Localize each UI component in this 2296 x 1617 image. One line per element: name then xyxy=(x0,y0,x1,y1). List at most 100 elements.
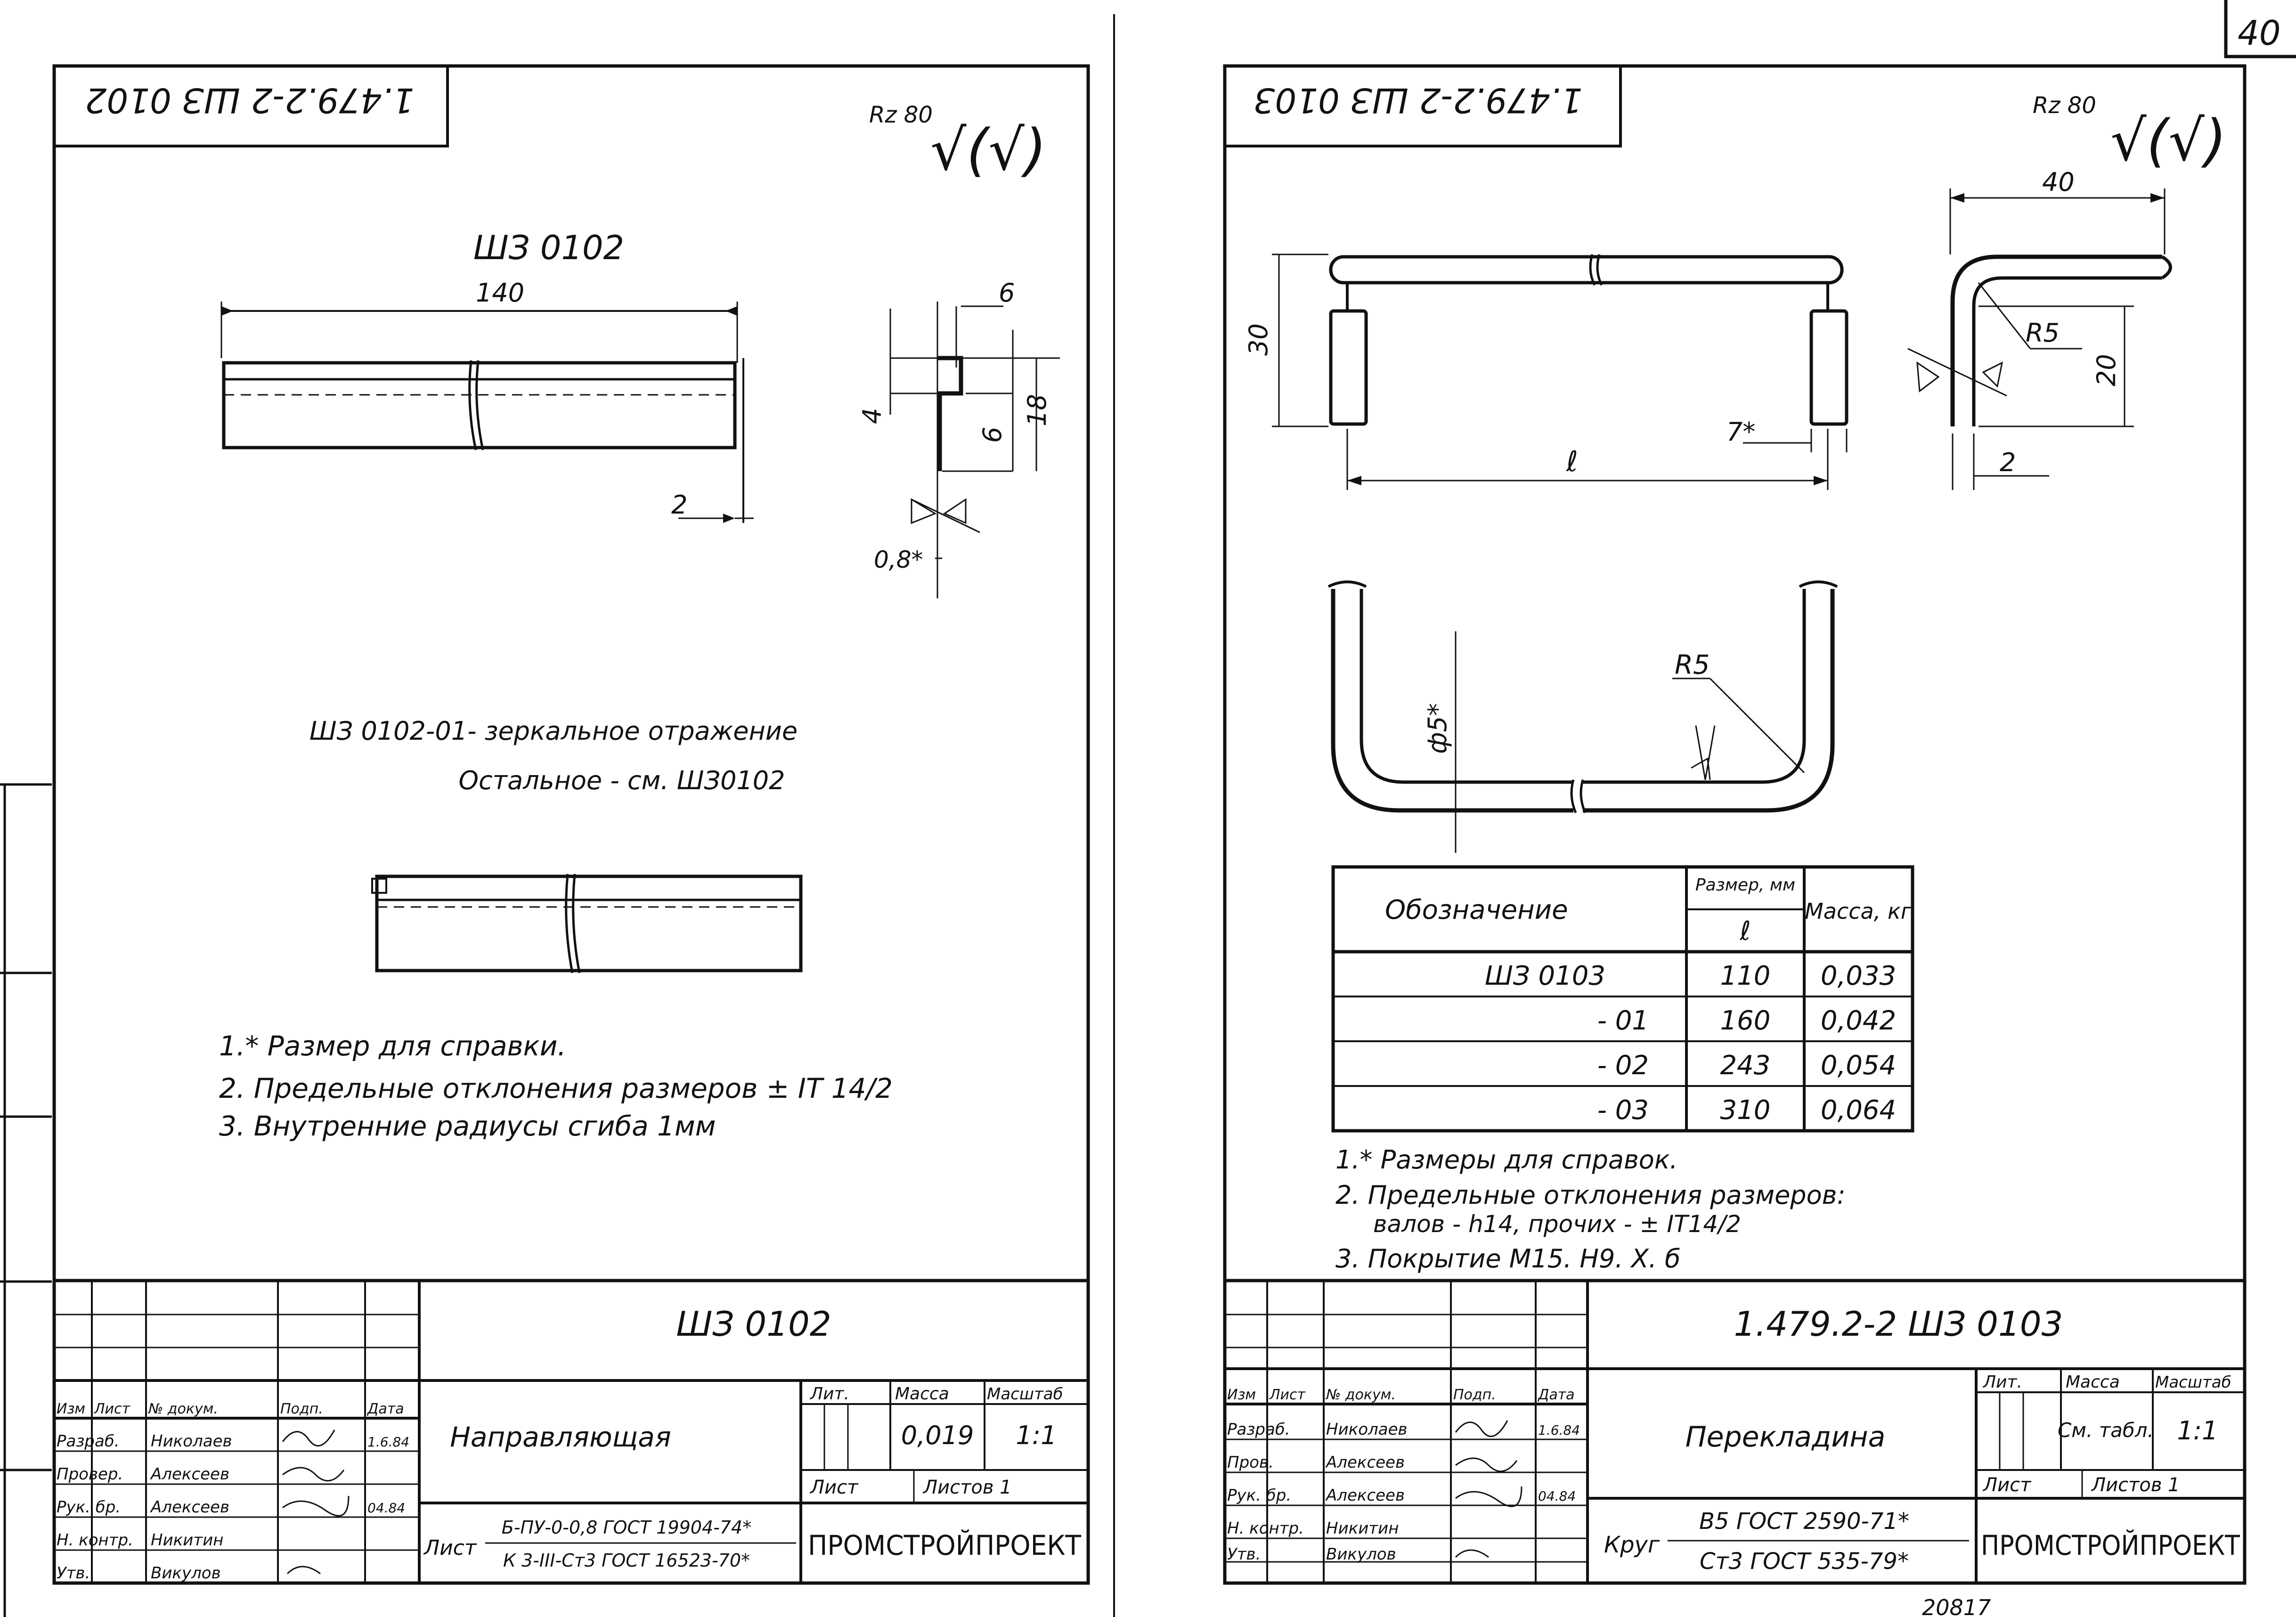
person-4: Никитин xyxy=(1326,1519,1399,1538)
dim-6-side: 6 xyxy=(977,427,1007,443)
material-bottom: Ст3 ГОСТ 535-79* xyxy=(1700,1548,1909,1575)
person-5: Викулов xyxy=(151,1564,221,1583)
variants-table xyxy=(1331,865,1914,1133)
dim-dia: ф5* xyxy=(1423,703,1452,754)
date-1: 1.6.84 xyxy=(367,1434,409,1450)
th-designation: Обозначение xyxy=(1385,895,1568,925)
role-1: Разраб. xyxy=(1227,1420,1290,1439)
dim-2: 2 xyxy=(671,490,687,520)
role-3: Рук. бр. xyxy=(57,1498,121,1517)
role-2: Провер. xyxy=(57,1465,123,1484)
col-sign: Подп. xyxy=(280,1401,323,1417)
crossbar-plan-view: ф5* R5 xyxy=(1327,580,1838,853)
left-sheet: 1.479.2-2 ШЗ 0102 Rz 80 √(√) ШЗ 0102 140… xyxy=(52,64,1090,1585)
scale-label: Масштаб xyxy=(2155,1373,2231,1392)
dim-l: ℓ xyxy=(1566,445,1578,478)
date-1: 1.6.84 xyxy=(1538,1422,1580,1438)
dim-40: 40 xyxy=(2042,167,2075,197)
right-note-2: 2. Предельные отклонения размеров: xyxy=(1335,1180,1846,1210)
left-part-name: Направляющая xyxy=(450,1421,671,1453)
binding-strip xyxy=(0,783,52,1617)
guide-mirror-view xyxy=(371,874,803,973)
left-org: ПРОМСТРОЙПРОЕКТ xyxy=(808,1529,1082,1561)
right-scale: 1:1 xyxy=(2177,1416,2218,1446)
mass-label: Масса xyxy=(895,1384,949,1404)
page-number-box: 40 xyxy=(2224,0,2296,58)
mass-label: Масса xyxy=(2066,1372,2120,1392)
material-bottom: К 3-III-Ст3 ГОСТ 16523-70* xyxy=(503,1550,750,1571)
scale-label: Масштаб xyxy=(987,1385,1063,1404)
td-size: 310 xyxy=(1720,1095,1771,1126)
left-note-1: 1.* Размер для справки. xyxy=(219,1030,566,1062)
dim-18: 18 xyxy=(1022,394,1052,426)
th-mass: Масса, кг xyxy=(1805,898,1913,924)
left-title-block xyxy=(52,1279,1090,1585)
col-list: Лист xyxy=(1269,1387,1306,1403)
crossbar-front-view: 30 ℓ 7* xyxy=(1244,253,1848,490)
right-title-block xyxy=(1223,1279,2247,1585)
td-size: 243 xyxy=(1720,1050,1771,1081)
dim-20: 20 xyxy=(2092,354,2121,386)
td-size: 110 xyxy=(1720,961,1771,991)
person-5: Викулов xyxy=(1326,1545,1396,1564)
th-l: ℓ xyxy=(1739,916,1750,947)
mirror-note-2: Остальное - см. ШЗ0102 xyxy=(458,766,785,795)
td-designation: - 03 xyxy=(1597,1095,1649,1126)
col-izm: Изм xyxy=(57,1401,85,1417)
role-5: Утв. xyxy=(57,1564,90,1583)
dim-r5: R5 xyxy=(2026,318,2060,348)
archive-number: 20817 xyxy=(1922,1595,1991,1617)
dim-2-right: 2 xyxy=(2000,448,2016,477)
dim-r5-plan: R5 xyxy=(1675,650,1710,680)
person-2: Алексеев xyxy=(1325,1453,1405,1472)
right-roughness: Rz 80 √(√) xyxy=(2033,92,2227,174)
dim-height: 30 xyxy=(1244,323,1273,356)
left-note-3: 3. Внутренние радиусы сгиба 1мм xyxy=(219,1110,716,1142)
th-size: Размер, мм xyxy=(1695,875,1795,895)
col-date: Дата xyxy=(366,1401,404,1417)
right-mass: См. табл. xyxy=(2058,1419,2154,1442)
left-mass: 0,019 xyxy=(901,1421,974,1450)
person-3: Алексеев xyxy=(150,1498,229,1517)
material-prefix: Лист xyxy=(423,1536,477,1560)
dim-4: 4 xyxy=(857,408,887,424)
left-notes: 1.* Размер для справки. 2. Предельные от… xyxy=(219,1030,893,1142)
left-title-block-text: ШЗ 0102 Направляющая Изм Лист № докум. П… xyxy=(57,1304,1082,1583)
crossbar-side-view: 40 R5 20 2 xyxy=(1907,167,2172,490)
td-mass: 0,042 xyxy=(1821,1005,1896,1036)
role-5: Утв. xyxy=(1227,1545,1261,1564)
person-2: Алексеев xyxy=(150,1465,229,1484)
left-roughness: Rz 80 √(√) xyxy=(869,102,1047,183)
sheet-label: Лист xyxy=(1982,1474,2032,1496)
dim-length: 140 xyxy=(476,278,524,308)
page-number: 40 xyxy=(2238,13,2281,53)
sheets-label: Листов 1 xyxy=(922,1477,1012,1498)
dim-thickness: 0,8* xyxy=(874,546,923,573)
role-3: Рук. бр. xyxy=(1227,1486,1291,1505)
col-sign: Подп. xyxy=(1453,1387,1496,1403)
right-rotated-code: 1.479.2-2 ШЗ 0103 xyxy=(1254,81,1583,120)
role-4: Н. контр. xyxy=(1227,1519,1304,1538)
lit-label: Лит. xyxy=(809,1384,849,1404)
left-designation: ШЗ 0102 xyxy=(676,1304,831,1344)
left-code-box: 1.479.2-2 ШЗ 0102 xyxy=(54,66,449,147)
sheets-label: Листов 1 xyxy=(2091,1474,2180,1496)
right-part-name: Перекладина xyxy=(1685,1421,1886,1454)
right-title-block-text: 1.479.2-2 ШЗ 0103 Перекладина Изм Лист №… xyxy=(1227,1304,2240,1575)
roughness-label: Rz 80 xyxy=(869,102,933,128)
roughness-symbol: √(√) xyxy=(2110,108,2227,174)
guide-section-view: 6 4 6 18 0,8* xyxy=(857,278,1060,598)
person-1: Николаев xyxy=(1326,1420,1408,1439)
person-1: Николаев xyxy=(151,1432,232,1451)
col-doc: № докум. xyxy=(147,1401,218,1417)
right-note-2b: валов - h14, прочих - ± IT14/2 xyxy=(1373,1210,1741,1238)
role-4: Н. контр. xyxy=(57,1531,133,1550)
roughness-symbol: √(√) xyxy=(930,118,1047,183)
variants-table-text: Обозначение Размер, мм ℓ Масса, кг ШЗ 01… xyxy=(1385,875,1913,1126)
person-4: Никитин xyxy=(151,1531,223,1550)
signatures xyxy=(1455,1420,1523,1558)
col-list: Лист xyxy=(94,1401,131,1417)
right-note-1: 1.* Размеры для справок. xyxy=(1335,1145,1678,1175)
td-mass: 0,054 xyxy=(1821,1050,1896,1081)
person-3: Алексеев xyxy=(1325,1486,1405,1505)
